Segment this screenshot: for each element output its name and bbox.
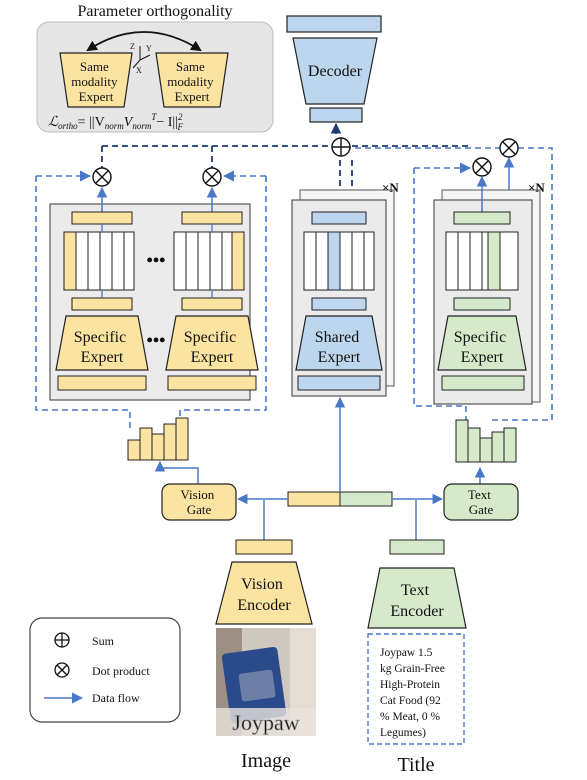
times-n-shared: ×N [382, 180, 399, 195]
legend: Sum Dot product Data flow [29, 617, 181, 723]
text-gate-histogram [455, 419, 517, 463]
dot-product-left-2 [202, 167, 222, 187]
shared-expert-group: ×N Shared Expert [291, 180, 399, 397]
decoder-block: Decoder [286, 15, 382, 123]
text-encoder: Text Encoder [367, 539, 467, 629]
axes-icon [132, 46, 151, 69]
dot-product-icon [54, 662, 70, 678]
expert-2-weights [173, 231, 245, 291]
orthogonality-panel: Parameter orthogonality Same modality Ex… [36, 3, 274, 133]
specific-expert-2-label: Specific Expert [184, 329, 240, 366]
legend-dot: Dot product [92, 664, 150, 678]
ellipsis-experts: ••• [147, 330, 166, 350]
same-modality-expert-right: Same modality Expert [167, 59, 216, 104]
expert-1-weights [63, 231, 135, 291]
vision-gate: Vision Gate [161, 483, 237, 521]
image-brand-watermark: Joypaw [232, 710, 299, 735]
right-specific-expert-group: ×N Specific Expert [433, 138, 545, 405]
product-image: Joypaw [216, 628, 316, 736]
svg-text:Text Encoder: Text Encoder [390, 582, 444, 620]
image-caption: Image [241, 750, 291, 772]
svg-text:Joypaw 1.5 kg Grain-Free: Joypaw 1.5 kg Grain-Free High-Protein Ca… [380, 647, 448, 739]
sum-operator-top [331, 137, 351, 157]
svg-text:Vision Gate: Vision Gate [180, 487, 217, 517]
orthogonality-title: Parameter orthogonality [77, 3, 232, 20]
blue-dashed-links [35, 147, 553, 430]
title-text-box: Joypaw 1.5 kg Grain-Free High-Protein Ca… [367, 633, 465, 745]
svg-text:Vision Encoder: Vision Encoder [237, 576, 291, 614]
left-specific-expert-group: Specific Expert Specific Expert ••• ••• [49, 167, 259, 401]
orthogonality-double-arrow [86, 31, 202, 52]
svg-text:Text Gate: Text Gate [468, 487, 494, 517]
vision-gate-histogram [127, 417, 189, 461]
right-specific-expert-label: Specific Expert [454, 329, 510, 366]
dot-product-right-1 [472, 157, 492, 177]
specific-expert-1-label: Specific Expert [74, 329, 130, 366]
decoder-label: Decoder [308, 63, 363, 80]
shared-expert-label: Shared Expert [315, 329, 363, 366]
times-n-right: ×N [528, 180, 545, 195]
ellipsis-weights: ••• [147, 250, 166, 270]
vision-encoder: Vision Encoder [215, 539, 313, 625]
same-modality-expert-left: Same modality Expert [71, 59, 120, 104]
axis-y: Y [146, 44, 152, 53]
title-caption: Title [397, 754, 434, 776]
text-gate: Text Gate [443, 483, 519, 521]
legend-sum: Sum [92, 634, 115, 648]
axis-x: X [136, 66, 142, 75]
legend-flow: Data flow [92, 691, 140, 705]
dot-product-left-1 [92, 167, 112, 187]
axis-z: Z [130, 42, 135, 51]
fused-token-bar [287, 491, 393, 507]
orthogonal-dashed-links [101, 145, 472, 200]
sum-icon [54, 632, 70, 648]
dot-product-right-2 [499, 138, 519, 158]
